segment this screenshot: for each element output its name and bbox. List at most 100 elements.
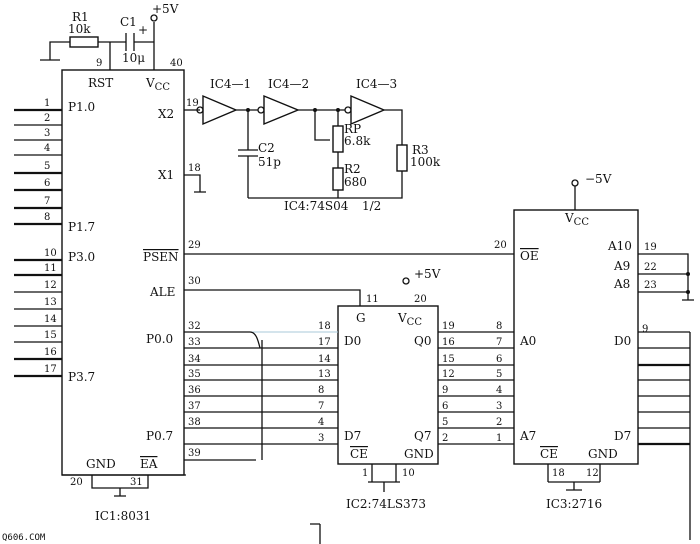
ic2-ce: CE — [350, 447, 368, 461]
ic2-vcc: VCC — [397, 311, 422, 328]
ic1-left-pin-num: 4 — [44, 143, 50, 154]
rp-potentiometer — [332, 125, 344, 153]
ic1-p0-pin-num: 34 — [188, 354, 201, 365]
ic4-fraction: 1/2 — [362, 199, 381, 213]
ic1-left-pin-num: 2 — [44, 113, 50, 124]
ic2-pin-vcc-num: 20 — [414, 294, 427, 305]
ic3-pin-d0-num: 9 — [642, 324, 648, 335]
ic2-g: G — [356, 311, 366, 325]
ic1-pin-rst-num: 9 — [96, 58, 102, 69]
ic2-d-pin-num: 18 — [318, 321, 331, 332]
vcc-label: +5V — [152, 2, 179, 16]
ic2-q-pin-num: 16 — [442, 337, 455, 348]
ic1-pin-x1-num: 18 — [188, 163, 201, 174]
ic1-left-pin-num: 16 — [44, 347, 57, 358]
ic1-pin-psen-num: 29 — [188, 240, 201, 251]
vcc-terminal — [150, 14, 158, 22]
ic3-a-pin-num: 2 — [496, 417, 502, 428]
ic2-gnd: GND — [404, 447, 434, 461]
inverter-3-label: IC4—3 — [356, 77, 397, 91]
ic1-left-pin-num: 8 — [44, 212, 50, 223]
c1-ref: C1 — [120, 15, 137, 29]
ic1-label: IC1:8031 — [95, 509, 151, 523]
ic3-a10: A10 — [607, 239, 632, 253]
ic1-p00: P0.0 — [146, 332, 173, 346]
ic3-pin-oe-num: 20 — [494, 240, 507, 251]
p0-bus-wire — [184, 331, 261, 349]
c1-capacitor — [125, 33, 135, 51]
ic1-pin-x2-num: 19 — [186, 98, 199, 109]
r2-resistor — [332, 167, 344, 191]
ic2-d0: D0 — [344, 334, 361, 348]
ic2-d-pin-num: 3 — [318, 433, 324, 444]
ic2-d-pin-num: 7 — [318, 401, 324, 412]
ic2-q-pin-num: 9 — [442, 385, 448, 396]
ic1-gnd: GND — [86, 457, 116, 471]
ic2-q-pin-num: 12 — [442, 369, 455, 380]
inverter-1 — [202, 94, 238, 126]
ic2-pin-ce-num: 1 — [362, 468, 368, 479]
ic3-pin-gnd-num: 12 — [586, 468, 599, 479]
ic3-pin-ce-num: 18 — [552, 468, 565, 479]
ic3-a0: A0 — [519, 334, 536, 348]
ic2-q-pin-num: 2 — [442, 433, 448, 444]
ic2-d7: D7 — [344, 429, 361, 443]
c2-value: 51p — [258, 155, 281, 169]
ic3-a-pin-num: 4 — [496, 385, 502, 396]
ic2-label: IC2:74LS373 — [346, 497, 426, 511]
ic1-pin-ale-num: 30 — [188, 276, 201, 287]
ic1-ea: EA — [140, 457, 158, 471]
ic1-psen: PSEN — [143, 250, 179, 264]
r2-value: 680 — [344, 175, 367, 189]
r1-ref: R1 — [72, 10, 89, 24]
ic1-p0-pin-num: 35 — [188, 369, 201, 380]
reset-network: R1 10k C1 + 10μ +5V — [40, 2, 179, 70]
ic2-q7: Q7 — [414, 429, 431, 443]
ic3-a-pin-num: 5 — [496, 369, 502, 380]
ic3-d0: D0 — [614, 334, 631, 348]
ic1-p10: P1.0 — [68, 100, 95, 114]
ic2-d-pin-num: 13 — [318, 369, 331, 380]
ic1-pin-gnd-num: 20 — [70, 477, 83, 488]
ic1-body — [61, 69, 185, 476]
ic1-left-pin-num: 14 — [44, 314, 57, 325]
ic3-supply: −5V — [585, 172, 612, 186]
r1-value: 10k — [68, 22, 91, 36]
ic1-left-pin-num: 17 — [44, 364, 57, 375]
ic3-pin-a10-num: 19 — [644, 242, 657, 253]
ic3-a9: A9 — [613, 259, 630, 273]
ic3-d7: D7 — [614, 429, 631, 443]
r2-ref: R2 — [344, 162, 361, 176]
r3-value: 100k — [410, 155, 441, 169]
ic1-p37: P3.7 — [68, 370, 95, 384]
ic1-x2: X2 — [158, 107, 174, 121]
ic3-a-pin-num: 3 — [496, 401, 502, 412]
ic1-p0-pin-num: 37 — [188, 401, 201, 412]
ic1-left-pin-num: 6 — [44, 178, 50, 189]
ic3-a-pin-num: 8 — [496, 321, 502, 332]
ic1-left-pin-num: 11 — [44, 263, 57, 274]
ic2-d-pin-num: 14 — [318, 354, 331, 365]
ale-wire — [184, 289, 361, 306]
c2-ref: C2 — [258, 141, 275, 155]
r3-ref: R3 — [412, 143, 429, 157]
r3-resistor — [396, 144, 408, 172]
ic2-q-pin-num: 19 — [442, 321, 455, 332]
ic1-vcc: VCC — [145, 76, 170, 93]
ic2-d-pin-num: 8 — [318, 385, 324, 396]
inverter-1-label: IC4—1 — [210, 77, 251, 91]
rp-ref: RP — [344, 122, 361, 136]
ic1-p30: P3.0 — [68, 250, 95, 264]
ic2-body — [337, 305, 439, 465]
ic3-gnd: GND — [588, 447, 618, 461]
ic3-a-pin-num: 1 — [496, 433, 502, 444]
ic1-pin-39-num: 39 — [188, 448, 201, 459]
ic3-2716: −5V VCC 20 OE A10 A9 A8 19 22 23 A0 A7 D… — [494, 172, 694, 511]
ic1-left-pin-num: 13 — [44, 297, 57, 308]
r1-resistor — [69, 36, 99, 48]
oscillator: 19 IC4—1 IC4—2 IC4—3 R3 100k RP 6.8k R2 … — [184, 77, 441, 213]
watermark: Q606.COM — [2, 533, 46, 543]
ic1-left-pin-num: 5 — [44, 161, 50, 172]
